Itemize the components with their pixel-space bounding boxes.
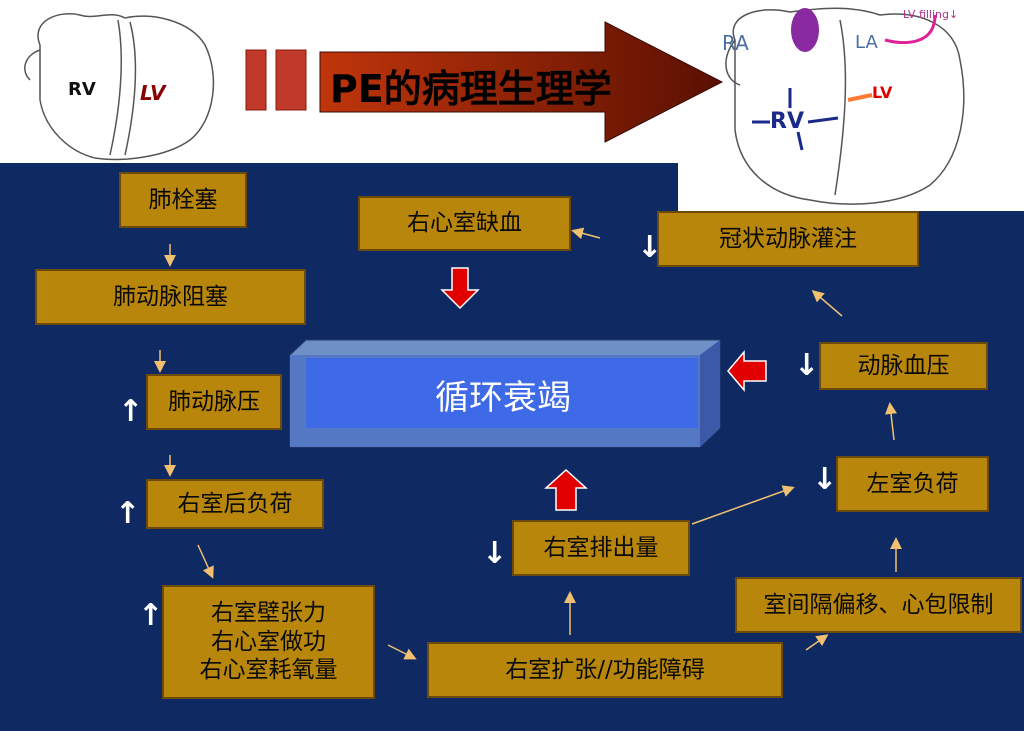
box-rv-dilation: 右室扩张//功能障碍: [427, 642, 783, 698]
right-heart-rv-label: RV: [770, 109, 804, 134]
arrow-lv-to-arterial: [885, 402, 897, 441]
down-marker-coronary: ↓: [637, 230, 663, 265]
heart-image-backdrop: [678, 163, 1024, 211]
up-marker-rv-wall: ↑: [138, 598, 164, 633]
arrow-coronary-to-ischemia: [571, 227, 601, 240]
box-rv-afterload: 右室后负荷: [146, 479, 324, 529]
box-septal-shift: 室间隔偏移、心包限制: [735, 577, 1022, 633]
arrow-arterial-to-coronary: [811, 290, 843, 317]
arrow-dilation-to-septal: [805, 634, 829, 651]
red-arrow-left-arterial: [727, 349, 767, 393]
left-heart-rv-label: RV: [68, 79, 96, 100]
circulatory-failure-label: 循环衰竭: [435, 377, 571, 418]
right-heart-note: LV filling↓: [903, 8, 958, 21]
right-heart-orange-arrow: [847, 93, 873, 102]
left-heart-sketch: [24, 13, 215, 161]
right-heart-ra-label: RA: [722, 31, 749, 55]
box-rv-wall-tension: 右室壁张力 右心室做功 右心室耗氧量: [162, 585, 375, 699]
box-rv-output: 右室排出量: [512, 520, 690, 576]
rv-wall-line-1: 右室壁张力: [211, 599, 326, 626]
box-pulmonary-embolism: 肺栓塞: [119, 172, 247, 228]
arrow-wall-to-dilation: [387, 644, 417, 660]
up-marker-rv-afterload: ↑: [115, 496, 141, 531]
box-rv-ischemia: 右心室缺血: [358, 196, 571, 251]
box-pa-pressure: 肺动脉压: [146, 374, 282, 430]
down-marker-rv-output: ↓: [482, 536, 508, 571]
arrow-output-to-lv: [691, 485, 795, 525]
arrow-afterload-to-wall: [197, 544, 214, 579]
up-marker-pa-pressure: ↑: [118, 394, 144, 429]
red-arrow-down-ischemia: [440, 267, 480, 310]
right-heart-sketch: [725, 7, 965, 205]
down-marker-arterial-pressure: ↓: [794, 348, 820, 383]
title-bar-2: [275, 49, 307, 111]
page-title: PE的病理生理学: [330, 67, 612, 111]
down-marker-lv-preload: ↓: [812, 462, 838, 497]
right-heart-blue-arrows: [752, 88, 839, 151]
title-arrow: [319, 21, 724, 143]
box-coronary-perfusion: 冠状动脉灌注: [657, 211, 919, 267]
right-heart-la-label: LA: [855, 32, 878, 53]
rv-wall-line-2: 右心室做功: [211, 628, 326, 655]
right-heart-magenta-arrow: [884, 14, 937, 44]
right-heart-purple-mark: [791, 8, 819, 52]
right-heart-lv-label: LV: [872, 83, 893, 102]
box-pa-obstruction: 肺动脉阻塞: [35, 269, 306, 325]
red-arrow-up-output: [544, 468, 588, 511]
box-arterial-pressure: 动脉血压: [819, 342, 988, 390]
box-lv-preload: 左室负荷: [836, 456, 989, 512]
left-heart-lv-label: LV: [140, 81, 167, 105]
rv-wall-line-3: 右心室耗氧量: [199, 657, 338, 684]
title-bar-1: [245, 49, 267, 111]
